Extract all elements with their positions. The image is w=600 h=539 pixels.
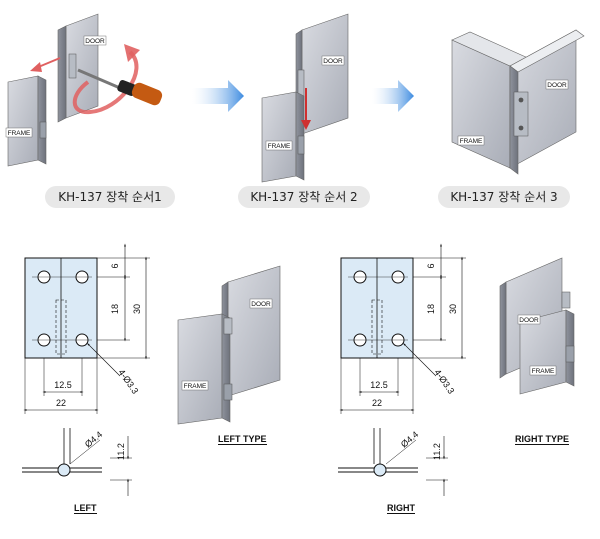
- door-label-step2: DOOR: [323, 58, 343, 65]
- right-plate-drawing: [339, 243, 466, 414]
- step2-illustration: [261, 13, 349, 183]
- dim-11-2-right: 11.2: [432, 443, 442, 460]
- dim-22-right: 22: [372, 398, 382, 408]
- frame-panel: [7, 75, 39, 167]
- dim-18-left: 18: [110, 304, 120, 314]
- frame-label-step3: FRAME: [460, 138, 483, 145]
- step-label-2: KH-137 장착 순서 2: [238, 186, 370, 208]
- dim-12-5-right: 12.5: [370, 380, 388, 390]
- dim-6-left: 6: [110, 263, 120, 268]
- door-label-righttype: DOOR: [519, 317, 539, 324]
- dim-6-right: 6: [426, 263, 436, 268]
- rotate-arrow: [72, 50, 139, 115]
- dim-22-left: 22: [56, 398, 66, 408]
- frame-label-step1: FRAME: [8, 130, 31, 137]
- door-label-step3: DOOR: [547, 82, 567, 89]
- right-side-drawing: [338, 428, 448, 496]
- door-label-lefttype: DOOR: [251, 301, 271, 308]
- left-side-drawing: [22, 428, 132, 496]
- step1-illustration: [7, 13, 163, 167]
- step-arrow-1: [192, 80, 244, 112]
- dim-pin-right: Ø4.4: [399, 429, 420, 449]
- left-type-illustration: [177, 265, 281, 425]
- frame-label-lefttype: FRAME: [184, 383, 207, 390]
- right-type-caption: RIGHT TYPE: [515, 434, 570, 445]
- step-arrow-2: [372, 80, 414, 112]
- dim-18-right: 18: [426, 304, 436, 314]
- dim-holes-left: 4-Ø3.3: [116, 367, 140, 395]
- screwdriver: [77, 68, 121, 90]
- door-label-step1: DOOR: [85, 38, 105, 45]
- left-caption: LEFT: [74, 503, 97, 514]
- dim-11-2-left: 11.2: [116, 443, 126, 460]
- step-label-1: KH-137 장착 순서1: [45, 186, 175, 208]
- dim-30-left: 30: [132, 304, 142, 314]
- dim-12-5-left: 12.5: [54, 380, 72, 390]
- left-plate-drawing: [23, 243, 150, 414]
- right-caption: RIGHT: [387, 503, 415, 514]
- left-type-caption: LEFT TYPE: [218, 434, 267, 445]
- dim-holes-right: 4-Ø3.3: [432, 367, 456, 395]
- frame-label-righttype: FRAME: [532, 368, 555, 375]
- dim-pin-left: Ø4.4: [83, 429, 104, 449]
- frame-label-step2: FRAME: [268, 143, 291, 150]
- step3-illustration: [451, 29, 585, 175]
- step-label-3: KH-137 장착 순서 3: [438, 186, 570, 208]
- dim-30-right: 30: [448, 304, 458, 314]
